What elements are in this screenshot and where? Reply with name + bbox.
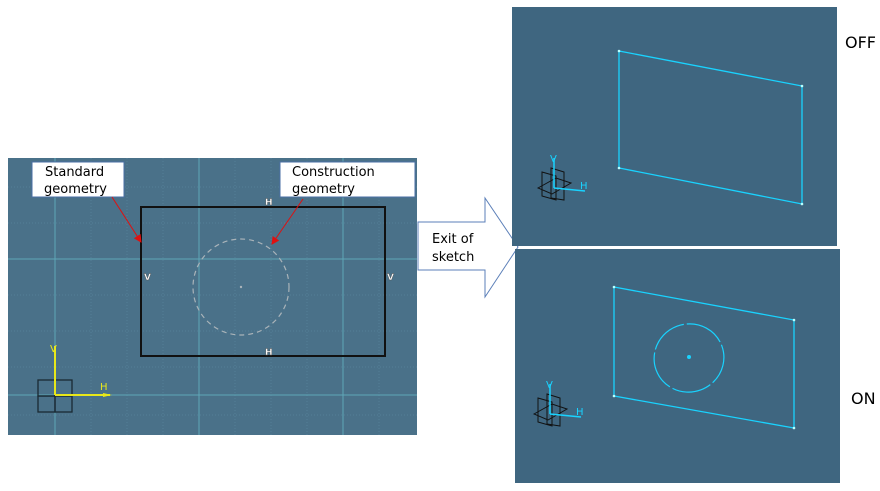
off-label: OFF xyxy=(845,33,876,52)
axis-v-label: V xyxy=(550,154,557,165)
3d-construction-circle[interactable] xyxy=(644,314,733,402)
axis-v-label: V xyxy=(50,344,57,355)
red-arrow-construction xyxy=(271,198,304,245)
minor-grid xyxy=(8,158,417,435)
construction-circle[interactable] xyxy=(192,238,290,336)
axis-h-label: H xyxy=(576,407,584,418)
callout-standard-line1: Standard xyxy=(45,165,104,180)
sketch-panel: H H V V V H Standard geometry Constructi… xyxy=(8,158,417,435)
callout-standard-geometry: Standard geometry xyxy=(31,161,142,243)
view-panel-off: V H OFF xyxy=(512,7,876,246)
callout-construction-line1: Construction xyxy=(292,165,375,180)
red-arrow-standard xyxy=(111,196,142,243)
callout-standard-line2: geometry xyxy=(44,182,107,197)
axis-h-label: H xyxy=(580,181,588,192)
callout-construction-geometry: Construction geometry xyxy=(271,161,416,245)
arrow-label-line1: Exit of xyxy=(432,232,474,247)
arrow-label-line2: sketch xyxy=(432,250,474,265)
constraint-h-top: H xyxy=(265,198,273,208)
axis-h-label: H xyxy=(100,382,108,393)
constraint-v-right: V xyxy=(387,273,394,283)
circle-center-point xyxy=(239,285,243,289)
standard-rectangle[interactable] xyxy=(140,206,386,357)
circle-center-point xyxy=(687,355,691,359)
sketch-axis-icon: V H xyxy=(37,344,112,413)
callout-construction-line2: geometry xyxy=(292,182,355,197)
rectangle-vertices xyxy=(612,285,796,430)
3d-axis-icon: V H xyxy=(536,154,588,201)
exit-sketch-arrow: Exit of sketch xyxy=(417,196,519,299)
constraint-h-bottom: H xyxy=(265,348,273,358)
constraint-v-left: V xyxy=(144,273,151,283)
view-background xyxy=(515,249,840,483)
on-label: ON xyxy=(851,389,876,408)
sketch-background xyxy=(8,158,417,435)
view-panel-on: V H ON xyxy=(515,249,876,483)
3d-axis-icon: V H xyxy=(532,380,584,427)
axis-v-label: V xyxy=(546,380,553,391)
view-background xyxy=(512,7,837,246)
rectangle-vertices xyxy=(617,49,804,206)
